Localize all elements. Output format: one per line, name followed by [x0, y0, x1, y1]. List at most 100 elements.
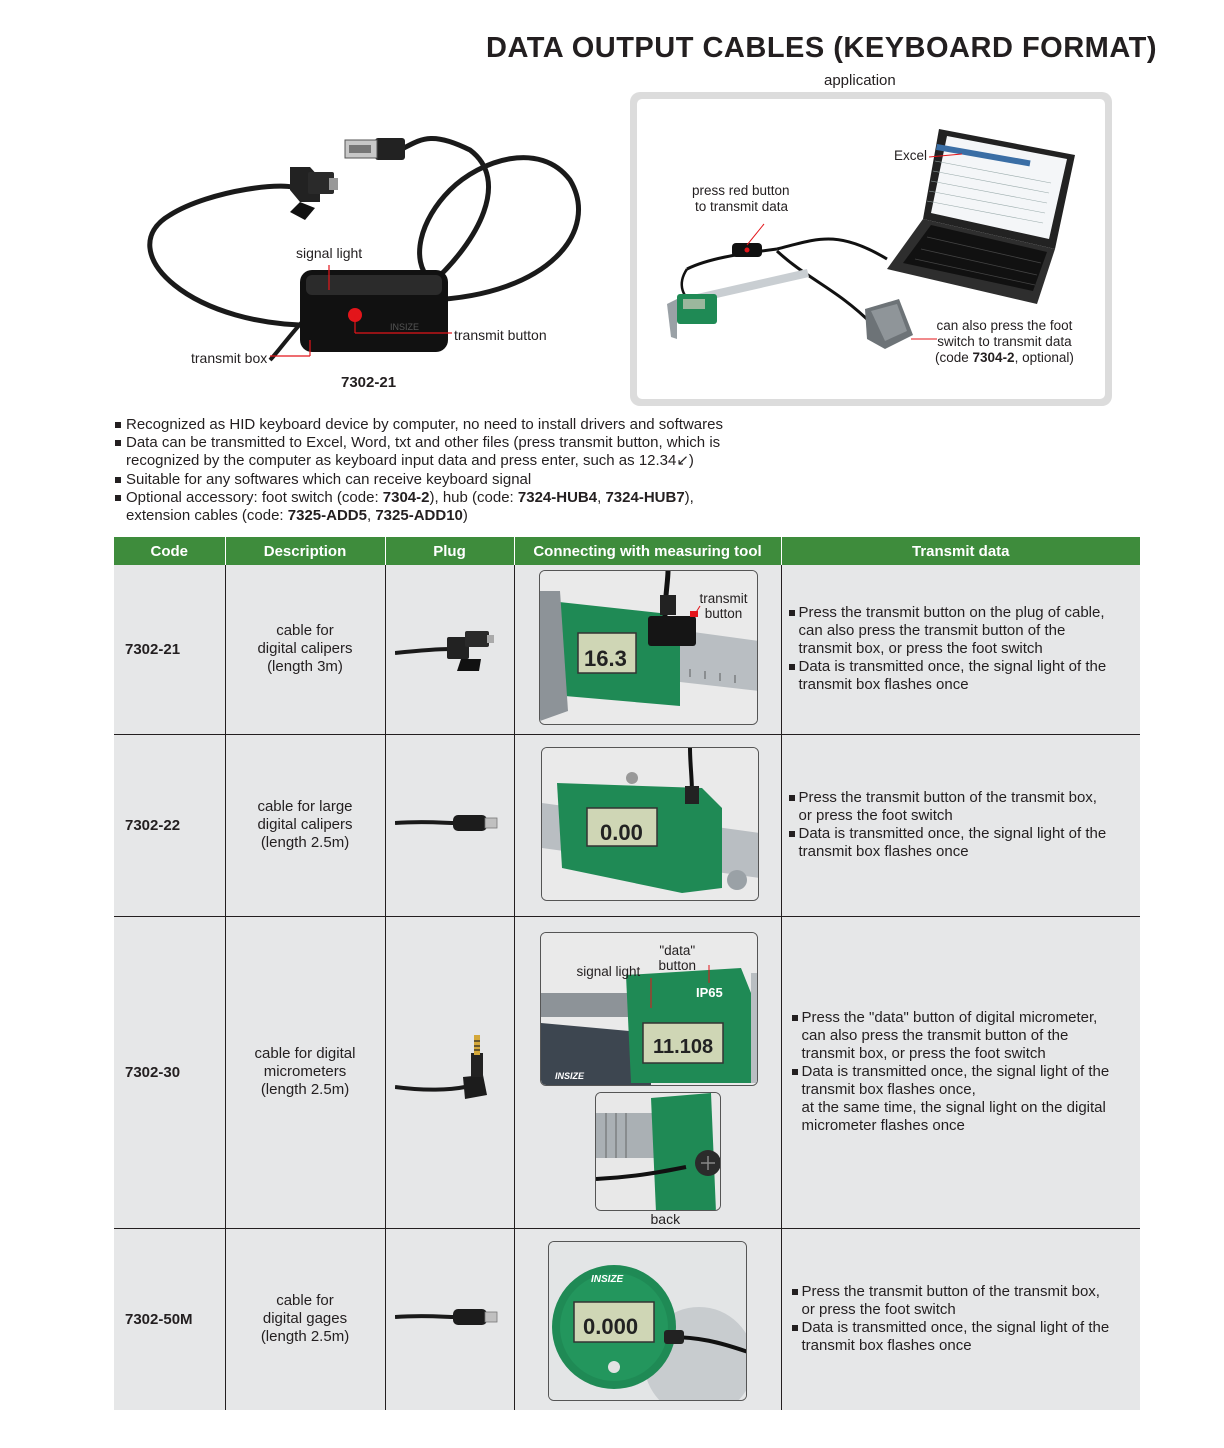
tx-line: can also press the transmit button of th…: [801, 1027, 1069, 1044]
press-red-button-label: press red button to transmit data: [692, 183, 790, 215]
foot-switch-line-3: (code 7304-2, optional): [935, 350, 1074, 366]
header-plug: Plug: [385, 537, 515, 565]
plug-right-angle-micro-usb: [394, 631, 494, 672]
photo-label-line: transmit: [699, 591, 748, 606]
accessories-line-2: extension cables (code: 7325-ADD5, 7325-…: [126, 507, 874, 525]
connecting-tool-cell: 16.3 transmit button: [514, 565, 782, 735]
photo-label-line: "data": [659, 942, 696, 958]
connecting-tool-cell: INSIZE 11.108 IP65 "data" button signal …: [514, 916, 782, 1229]
transmit-step: Data is transmitted once, the signal lig…: [791, 1319, 1131, 1355]
transmit-steps: Press the transmit button of the transmi…: [788, 789, 1131, 861]
foot-switch-line-2: switch to transmit data: [937, 334, 1072, 349]
tx-line: micrometer flashes once: [801, 1117, 965, 1134]
foot-code: 7304-2: [972, 350, 1015, 365]
tx-line: Press the transmit button of the transmi…: [801, 1283, 1100, 1301]
tx-line: transmit box flashes once: [801, 1337, 972, 1355]
hero-brand-mark: INSIZE: [390, 322, 419, 332]
feature-list: Recognized as HID keyboard device by com…: [114, 416, 874, 525]
tx-line: at the same time, the signal light on th…: [801, 1099, 1106, 1116]
tx-line: Data is transmitted once, the signal lig…: [798, 658, 1107, 676]
feature-software: Suitable for any softwares which can rec…: [114, 471, 874, 489]
desc-line: digital gages: [262, 1310, 348, 1328]
feature-accessories: Optional accessory: foot switch (code: 7…: [114, 489, 874, 525]
signal-light-photo-label: signal light: [576, 963, 641, 979]
acc-sep-1: ,: [597, 488, 606, 506]
header-code: Code: [114, 537, 226, 565]
row-description: cable for digital calipers (length 3m): [225, 565, 386, 735]
desc-line: cable for digital: [254, 1045, 356, 1062]
application-diagram: Excel press red button to transmit data …: [637, 99, 1105, 399]
spec-table: Code Description Plug Connecting with me…: [114, 537, 1140, 1410]
plug-image-cell: [385, 565, 515, 735]
plug-micro-usb: [394, 1309, 497, 1326]
back-label: back: [650, 1210, 681, 1227]
row-code: 7302-21: [114, 565, 226, 735]
micrometer-back-drawing: [595, 1092, 720, 1210]
row-code: 7302-22: [114, 734, 226, 917]
large-caliper-drawing: 0.00: [541, 747, 758, 900]
micrometer-front-photo: INSIZE 11.108 IP65 "data" button signal …: [539, 931, 758, 1086]
tx-line: transmit box flashes once: [798, 843, 969, 860]
cable-drawing: INSIZE: [147, 135, 581, 362]
foot-code-suffix: , optional): [1014, 350, 1074, 365]
gage-display-value: 0.000: [583, 1314, 638, 1339]
tx-line: transmit box flashes once: [798, 676, 969, 694]
acc-code-foot-switch: 7304-2: [382, 488, 430, 506]
transmit-step: Data is transmitted once, the signal lig…: [788, 825, 1131, 861]
desc-line: cable for large: [257, 798, 353, 815]
hero-product-code: 7302-21: [341, 374, 397, 391]
accessories-line-1: Optional accessory: foot switch (code: 7…: [126, 489, 874, 507]
micrometer-brand-mark: INSIZE: [555, 1071, 585, 1081]
transmit-data-cell: Press the transmit button of the transmi…: [781, 734, 1140, 917]
photo-label-line: button: [704, 606, 743, 621]
desc-line: (length 2.5m): [260, 1328, 350, 1346]
acc-text-4: extension cables (code:: [126, 507, 288, 525]
tx-line: Press the "data" button of digital micro…: [801, 1009, 1098, 1026]
acc-text-1: Optional accessory: foot switch (code:: [126, 488, 383, 506]
tx-line: Data is transmitted once, the signal lig…: [801, 1063, 1110, 1080]
transmit-box-label: transmit box: [191, 350, 268, 366]
application-drawing: [667, 129, 1075, 349]
acc-text-2: ), hub (code:: [429, 488, 518, 506]
connecting-tool-cell: 0.00: [514, 734, 782, 917]
tx-line: Data is transmitted once, the signal lig…: [801, 1319, 1110, 1337]
micrometer-front-drawing: INSIZE 11.108 IP65: [540, 932, 757, 1085]
foot-switch-line-1: can also press the foot: [936, 318, 1073, 333]
acc-code-hub4: 7324-HUB4: [517, 488, 598, 506]
row-code: 7302-30: [114, 916, 226, 1229]
row-description: cable for digital gages (length 2.5m): [225, 1228, 386, 1410]
transmit-data-cell: Press the "data" button of digital micro…: [781, 916, 1140, 1229]
transmit-step: Press the "data" button of digital micro…: [791, 1009, 1131, 1063]
tx-line: transmit box flashes once,: [801, 1081, 976, 1098]
feature-transmit-line-1: Data can be transmitted to Excel, Word, …: [126, 434, 721, 452]
page-title: DATA OUTPUT CABLES (KEYBOARD FORMAT): [486, 32, 1157, 64]
table-header-row: Code Description Plug Connecting with me…: [114, 537, 1140, 565]
feature-transmit-line-2: recognized by the computer as keyboard i…: [126, 452, 694, 470]
transmit-step: Press the transmit button of the transmi…: [788, 789, 1131, 825]
application-label: application: [824, 72, 896, 89]
caliper-display-value: 16.3: [584, 646, 627, 671]
transmit-button-photo-label: transmit button: [700, 591, 748, 621]
table-row: 7302-50M cable for digital gages (length…: [114, 1228, 1140, 1410]
tx-line: or press the foot switch: [801, 1301, 956, 1319]
digital-gage-photo: 0.000 INSIZE: [547, 1240, 747, 1401]
press-red-line-2: to transmit data: [695, 199, 789, 214]
acc-code-hub7: 7324-HUB7: [605, 488, 685, 506]
transmit-data-cell: Press the transmit button on the plug of…: [781, 565, 1140, 735]
transmit-steps: Press the "data" button of digital micro…: [791, 1009, 1131, 1135]
header-description: Description: [225, 537, 386, 565]
tx-line: transmit box, or press the foot switch: [798, 640, 1043, 658]
desc-line: digital calipers: [257, 640, 353, 658]
desc-line: digital calipers: [257, 816, 353, 833]
tx-line: can also press the transmit button of th…: [798, 622, 1066, 640]
desc-line: cable for: [276, 622, 334, 640]
plug-image-cell: [385, 734, 515, 917]
desc-line: (length 2.5m): [260, 834, 350, 851]
large-caliper-display-value: 0.00: [600, 820, 643, 845]
transmit-step: Data is transmitted once, the signal lig…: [791, 1063, 1131, 1135]
desc-line: micrometers: [263, 1063, 347, 1080]
desc-line: (length 3m): [267, 658, 343, 676]
large-caliper-photo: 0.00: [540, 746, 759, 901]
acc-code-add5: 7325-ADD5: [287, 507, 367, 525]
foot-switch-label: can also press the foot switch to transm…: [935, 318, 1074, 366]
